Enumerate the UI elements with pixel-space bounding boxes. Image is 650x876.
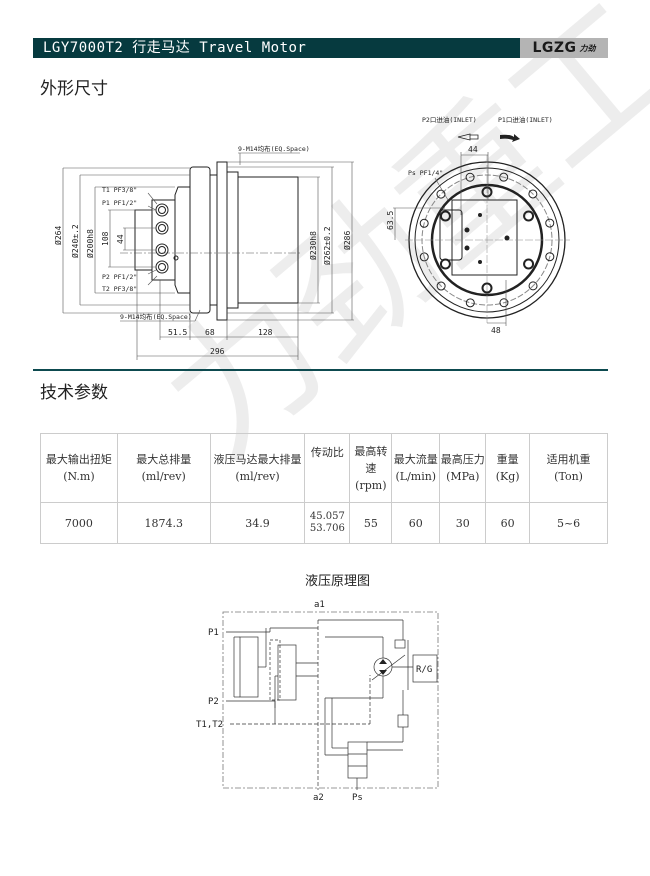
value-weight: 60 — [485, 502, 531, 544]
dim-d264: Ø264 — [53, 226, 63, 245]
p1-inlet-label: P1口进油(INLET) — [498, 115, 553, 124]
value-pressure: 30 — [439, 502, 487, 544]
bolt-hole — [436, 189, 446, 199]
section-divider — [33, 369, 608, 371]
port-t1t2: T1,T2 — [196, 720, 223, 730]
value-total-displacement: 1874.3 — [116, 502, 211, 544]
inner-bolt — [439, 210, 451, 222]
dim-44-end: 44 — [468, 145, 478, 154]
dim-128: 128 — [258, 328, 273, 337]
bolt-hole — [419, 218, 429, 228]
dim-51-5: 51.5 — [168, 328, 187, 337]
bolt-note-bottom: 9-M14均布(EQ.Space) — [120, 312, 192, 321]
bolt-hole — [545, 252, 555, 262]
dim-296: 296 — [210, 347, 225, 356]
port-p2-label: P2 PF1/2" — [102, 273, 137, 281]
flange-1 — [189, 166, 211, 314]
header-cell: 最高转速(rpm) — [349, 433, 393, 503]
dim-108: 108 — [101, 231, 110, 246]
section-hydraulic: 液压原理图 — [305, 574, 371, 589]
inner-bolt — [439, 258, 451, 270]
bolt-note-top: 9-M14均布(EQ.Space) — [238, 144, 310, 153]
port-a1-label: a1 — [314, 600, 325, 610]
ps-port-label: Ps PF1/4" — [408, 169, 443, 177]
rg-label: R/G — [416, 665, 432, 675]
inner-bolt — [523, 258, 535, 270]
port-p1-label: P1 PF1/2" — [102, 199, 137, 207]
port-t1-label: T1 PF3/8" — [102, 186, 137, 194]
arrow-right-icon — [500, 134, 520, 142]
logo-sub: 力劲 — [579, 43, 596, 53]
header-cell: 重量(Kg) — [485, 433, 531, 503]
header-cell: 最大总排量(ml/rev) — [116, 433, 211, 503]
header-cell: 最高压力(MPa) — [439, 433, 487, 503]
dim-48: 48 — [491, 326, 501, 335]
header-cell: 最大流量(L/min) — [391, 433, 441, 503]
bolt-hole — [528, 189, 538, 199]
port-p2: P2 — [208, 697, 219, 707]
bolt-hole — [545, 218, 555, 228]
port-t2-label: T2 PF3/8" — [102, 285, 137, 293]
port-p1: P1 — [208, 628, 219, 638]
p2-inlet-label: P2口进油(INLET) — [422, 115, 477, 124]
header-cell: 适用机重(Ton) — [529, 433, 608, 503]
port-a2-label: a2 — [313, 793, 324, 803]
dim-d200: Ø200h8 — [85, 229, 95, 258]
inner-bolt — [523, 210, 535, 222]
inner-bolt — [481, 186, 493, 198]
protrusion — [134, 209, 153, 271]
bolt-hole — [499, 172, 509, 182]
bolt-hole — [499, 298, 509, 308]
flange-2 — [216, 161, 228, 321]
header-title: LGY7000T2 行走马达 Travel Motor — [33, 38, 520, 58]
inner-bolt — [481, 282, 493, 294]
dim-d240: Ø240±.2 — [70, 224, 80, 258]
header-cell: 传动比 — [304, 433, 351, 503]
section-dimensions: 外形尺寸 — [40, 79, 108, 99]
section-specs: 技术参数 — [40, 383, 108, 403]
schematic-boundary — [222, 611, 439, 789]
spec-table: 最大输出扭矩(N.m) 最大总排量(ml/rev) 液压马达最大排量(ml/re… — [40, 433, 608, 544]
header-cell: 最大输出扭矩(N.m) — [40, 433, 118, 503]
bolt-hole — [465, 172, 475, 182]
arrow-left-icon — [457, 133, 479, 141]
value-speed: 55 — [349, 502, 393, 544]
dim-d286: Ø286 — [342, 231, 352, 250]
value-torque: 7000 — [40, 502, 118, 544]
brand-logo: LGZG 力劲 — [520, 38, 608, 58]
table-header-row: 最大输出扭矩(N.m) 最大总排量(ml/rev) 液压马达最大排量(ml/re… — [40, 433, 608, 503]
dim-68: 68 — [205, 328, 215, 337]
bolt-hole — [419, 252, 429, 262]
hub — [174, 186, 190, 294]
dim-d230: Ø230h8 — [308, 231, 318, 260]
bolt-hole — [528, 281, 538, 291]
drum — [237, 176, 299, 304]
port-ps: Ps — [352, 793, 363, 803]
dim-63-5: 63.5 — [386, 211, 395, 230]
watermark: 力劲重工 — [132, 0, 650, 491]
value-flow: 60 — [391, 502, 441, 544]
value-motor-displacement: 34.9 — [209, 502, 306, 544]
header-cell: 液压马达最大排量(ml/rev) — [209, 433, 306, 503]
valve-block — [151, 199, 176, 281]
logo-main: LGZG — [532, 40, 577, 56]
value-machine-weight: 5~6 — [529, 502, 608, 544]
dim-44: 44 — [116, 234, 125, 244]
bolt-hole — [465, 298, 475, 308]
dim-d262: Ø262±0.2 — [322, 226, 332, 265]
bolt-hole — [436, 281, 446, 291]
